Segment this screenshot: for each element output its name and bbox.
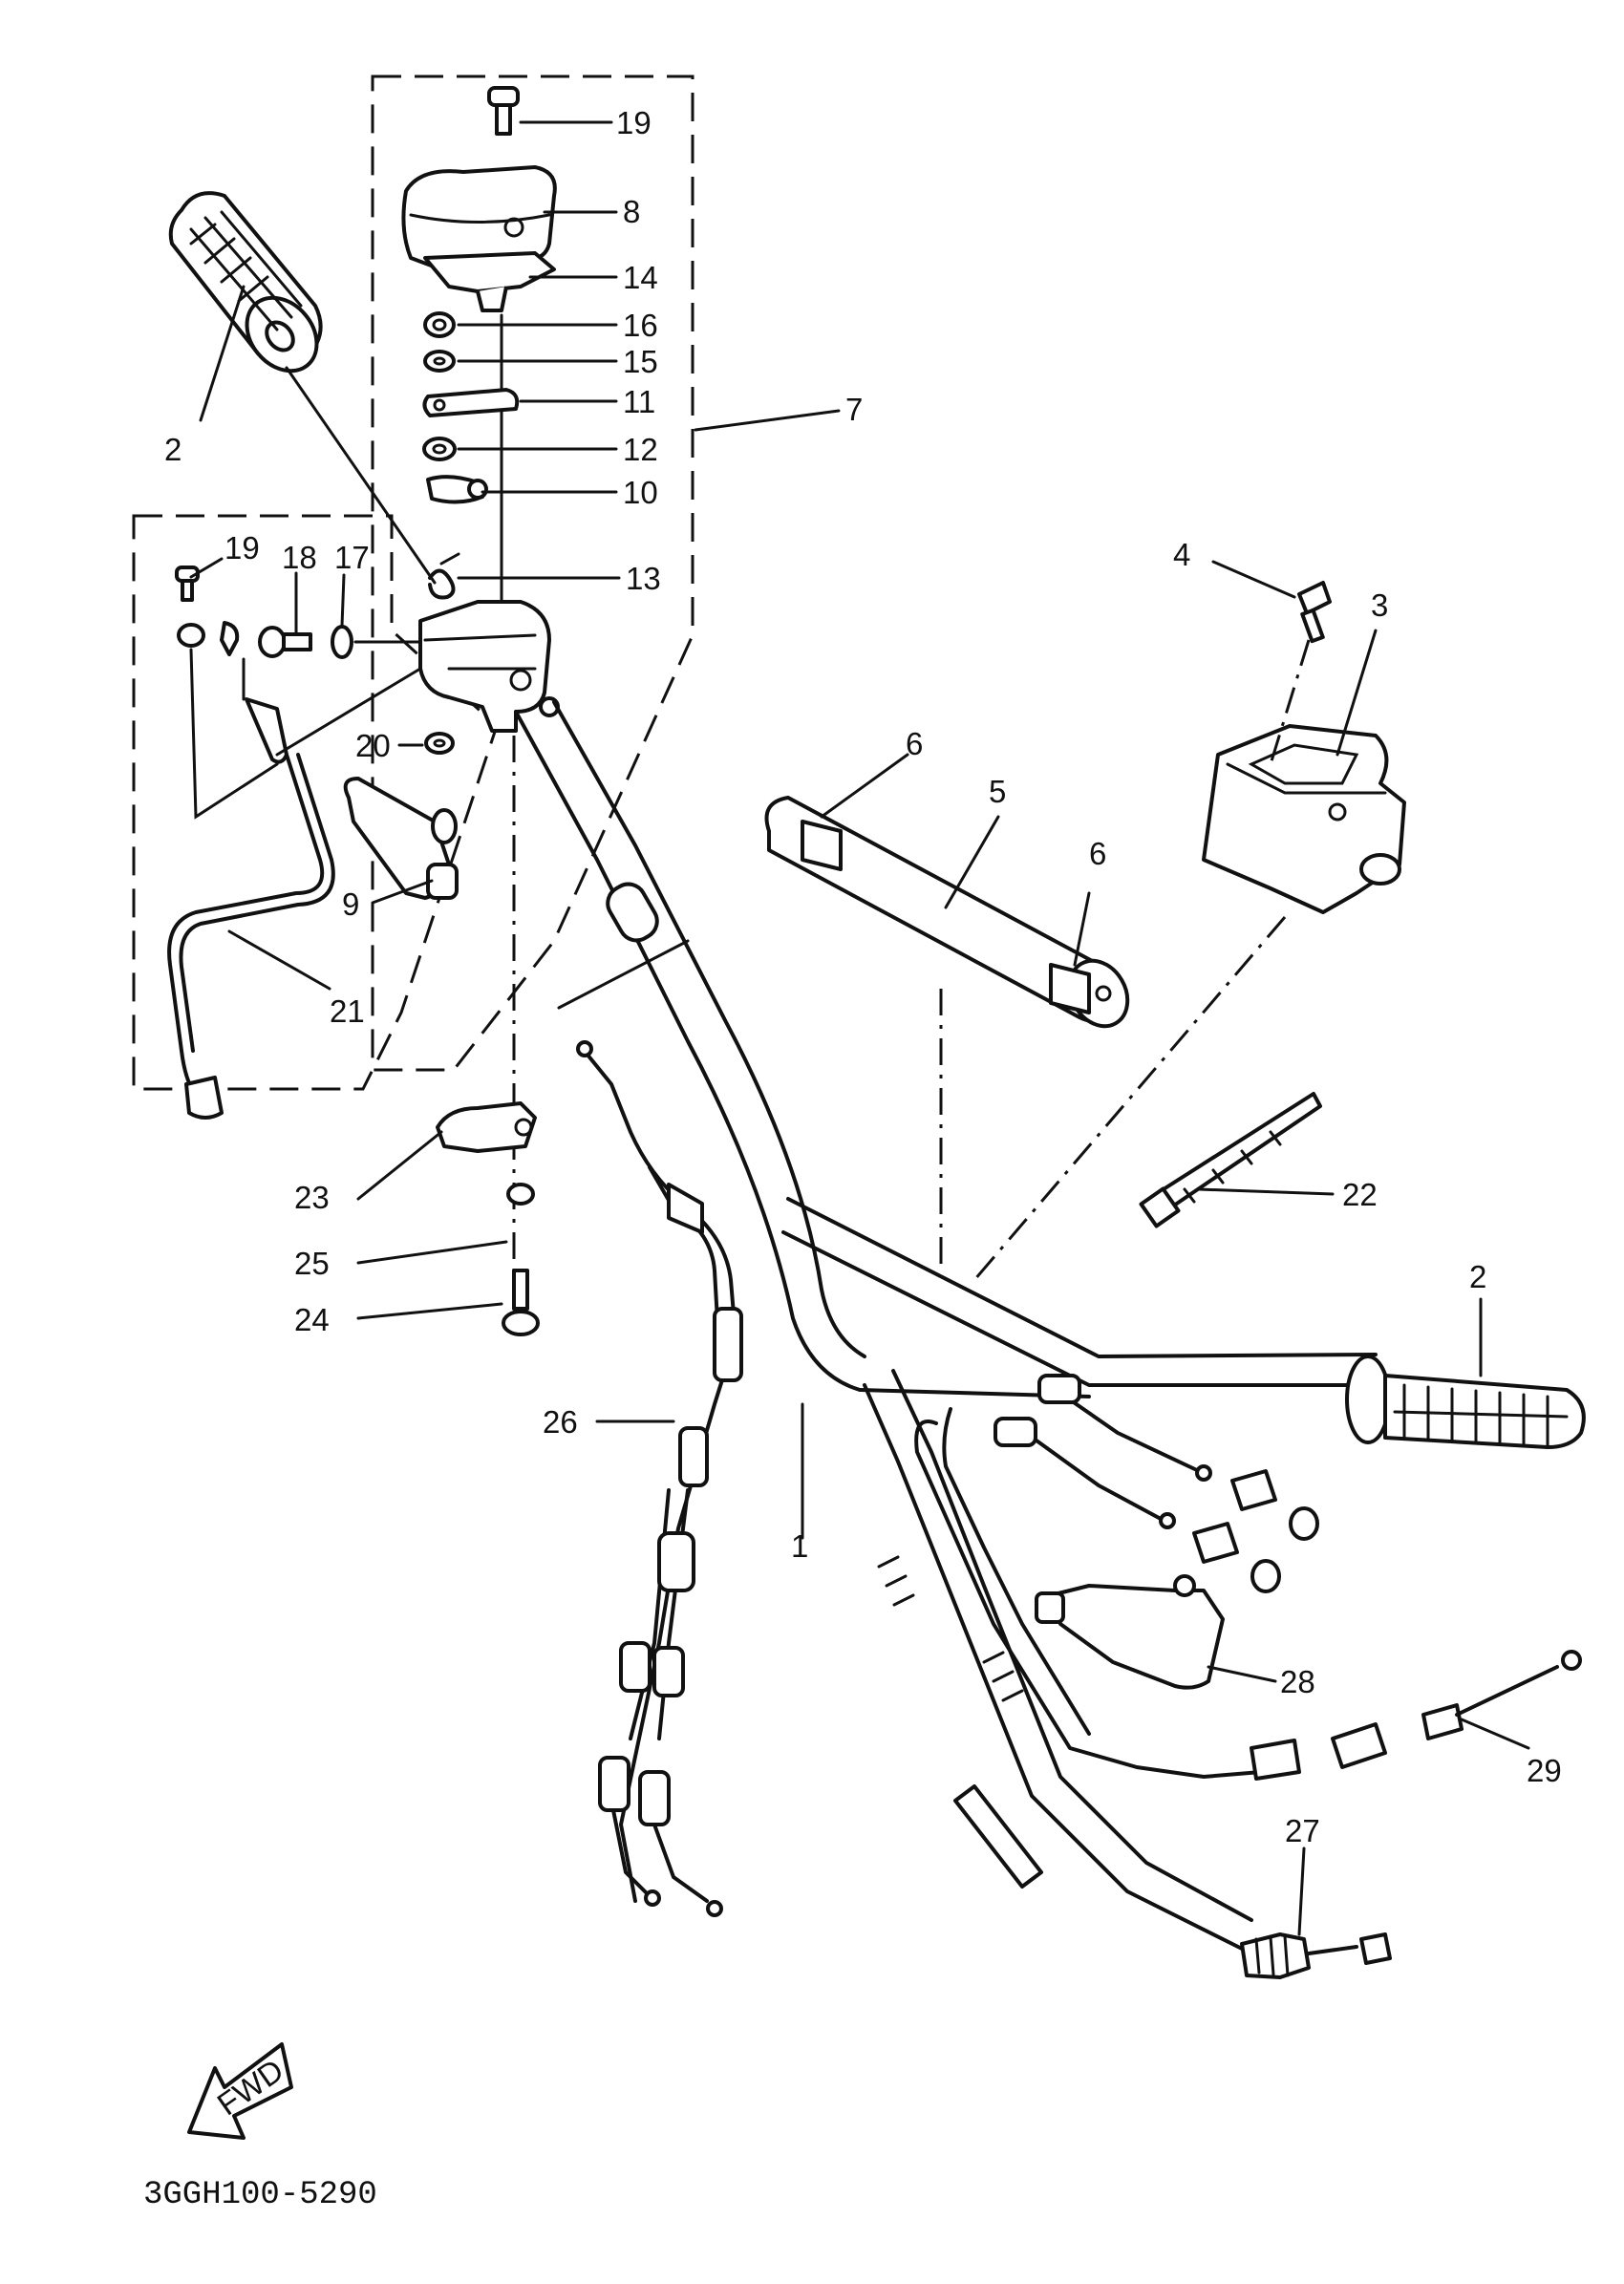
callout-9: 9 xyxy=(342,886,359,922)
washer-part-12 xyxy=(422,437,457,461)
callout-2-right: 2 xyxy=(1469,1259,1486,1294)
band-part-6-left xyxy=(801,820,843,871)
leader-28 xyxy=(1207,1665,1277,1683)
switch-part-27 xyxy=(1240,1932,1392,1979)
leader-2a xyxy=(199,285,246,422)
cover-gasket-part-14 xyxy=(423,251,556,312)
callout-26: 26 xyxy=(543,1404,578,1440)
lever-cable-ends xyxy=(994,1374,1319,1593)
bolt-part-18 xyxy=(258,626,312,658)
cable-bundle xyxy=(863,1369,1582,1951)
callout-15: 15 xyxy=(623,344,658,379)
callout-18: 18 xyxy=(282,540,317,575)
leader-5 xyxy=(944,815,1000,909)
callout-19: 19 xyxy=(616,105,652,140)
callout-28: 28 xyxy=(1280,1664,1315,1699)
screw-19-left xyxy=(175,566,200,602)
callout-27: 27 xyxy=(1285,1813,1320,1848)
link-part-11 xyxy=(422,388,520,417)
diagram-code: 3GGH100-5290 xyxy=(143,2177,377,2213)
leader-6b xyxy=(1073,891,1091,967)
leader-9 xyxy=(371,879,434,905)
callout-6-right: 6 xyxy=(1089,836,1106,871)
leader-21 xyxy=(227,929,331,991)
throttle-cover-part-8 xyxy=(401,165,557,274)
washer-part-20 xyxy=(424,732,455,755)
switch-part-9 xyxy=(343,777,459,900)
callout-11: 11 xyxy=(623,384,655,419)
leader-29 xyxy=(1460,1718,1530,1750)
right-grip-part xyxy=(1345,1355,1586,1449)
leader-3 xyxy=(1336,629,1378,757)
leader-22 xyxy=(1197,1187,1335,1196)
leader-19b xyxy=(189,557,224,579)
callout-1: 1 xyxy=(791,1528,808,1564)
leader-6a xyxy=(820,753,909,819)
spring-part-13 xyxy=(428,552,460,600)
callout-23: 23 xyxy=(294,1180,330,1215)
switch-wire-part-21 xyxy=(167,753,335,1100)
band-part-6-right xyxy=(1049,963,1091,1014)
callout-3: 3 xyxy=(1371,587,1388,623)
callout-19-left: 19 xyxy=(224,530,260,566)
throttle-cable-part-26 xyxy=(576,1040,743,1917)
leader-17 xyxy=(340,573,346,628)
leader-dashed-to-bar xyxy=(557,939,690,1010)
screw-19-top xyxy=(487,86,520,136)
handlebar-part-1 xyxy=(514,700,1382,1398)
callout-16: 16 xyxy=(623,308,658,343)
lever-part-10 xyxy=(426,475,488,504)
clamp-part-23 xyxy=(436,1101,537,1153)
callout-8: 8 xyxy=(623,194,640,229)
grip-to-housing-line xyxy=(285,366,437,585)
switch-part-28 xyxy=(1035,1574,1225,1690)
fwd-arrow-icon: FWD xyxy=(187,2042,293,2140)
washer-part-15 xyxy=(423,350,456,373)
screw-part-4 xyxy=(1297,581,1332,644)
callout-5: 5 xyxy=(989,774,1006,809)
bracket-lines xyxy=(189,648,279,820)
washer-part-17 xyxy=(331,625,353,659)
callout-20: 20 xyxy=(355,728,391,763)
leader-23 xyxy=(356,1130,443,1201)
wire-connector xyxy=(184,1076,224,1120)
washer-part-25 xyxy=(506,1183,535,1206)
callout-21: 21 xyxy=(330,993,365,1029)
cover-to-screw-line xyxy=(1269,639,1311,765)
callout-4: 4 xyxy=(1173,537,1190,572)
callout-29: 29 xyxy=(1527,1753,1562,1788)
callout-10: 10 xyxy=(623,475,658,510)
leader-24 xyxy=(356,1302,503,1320)
clamp-cover-part-3 xyxy=(1202,724,1406,914)
left-grip-part xyxy=(168,191,323,374)
cover-to-bar-line xyxy=(972,916,1287,1281)
throttle-assembly-dashed-box xyxy=(371,75,694,1072)
callout-6-left: 6 xyxy=(906,726,923,761)
leader-7 xyxy=(694,409,841,432)
bolt-part-24 xyxy=(502,1269,540,1336)
clip-to-housing-line xyxy=(275,667,422,757)
cable-tie-part-22 xyxy=(1139,1092,1322,1228)
leader-25 xyxy=(356,1240,508,1265)
callout-2-left: 2 xyxy=(164,432,182,467)
callout-17: 17 xyxy=(334,540,370,575)
callout-12: 12 xyxy=(623,432,658,467)
callout-24: 24 xyxy=(294,1302,330,1337)
nut-part-16 xyxy=(423,311,456,338)
leader-27 xyxy=(1297,1846,1306,1936)
callout-25: 25 xyxy=(294,1246,330,1281)
callout-22: 22 xyxy=(1342,1177,1378,1212)
callout-14: 14 xyxy=(623,260,658,295)
leader-4 xyxy=(1211,560,1296,599)
callout-7: 7 xyxy=(845,392,863,427)
throttle-housing-part xyxy=(418,600,560,733)
throttle-assembly-dashed-box-left xyxy=(132,514,499,1091)
callout-13: 13 xyxy=(626,561,661,596)
